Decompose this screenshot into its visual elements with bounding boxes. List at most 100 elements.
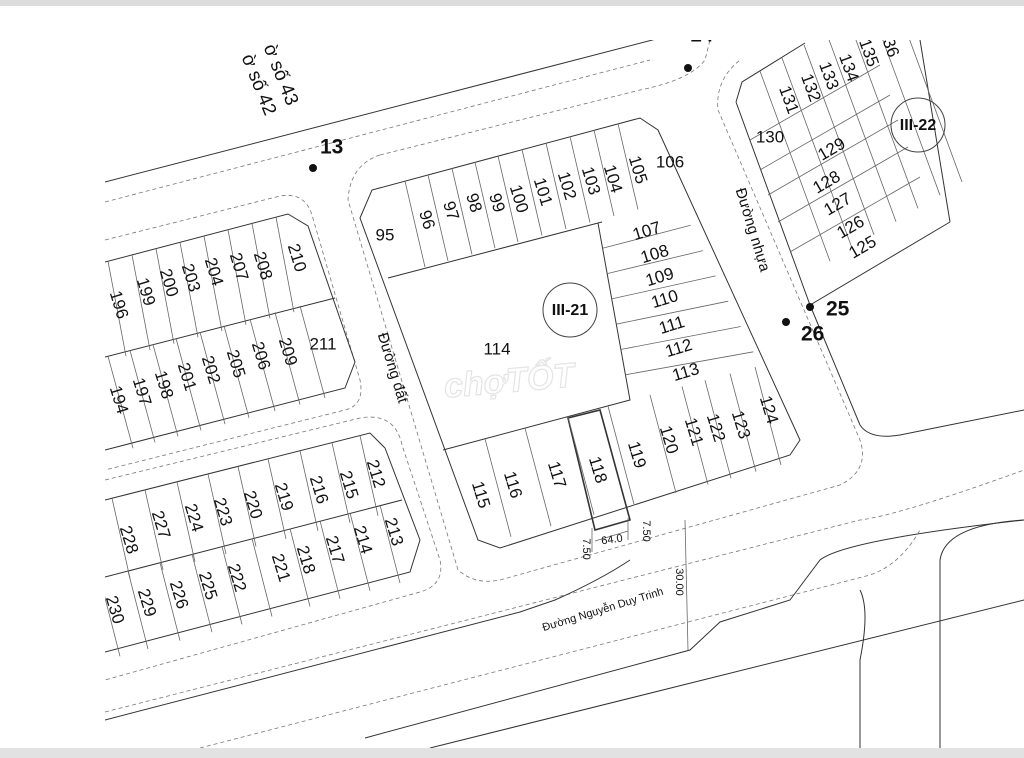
bottom-border	[0, 748, 1024, 758]
lot-label: 205	[223, 347, 249, 380]
lot-divider	[127, 570, 149, 650]
point-25-label: 25	[826, 298, 850, 321]
lot-label: 196	[106, 288, 132, 321]
lot-divider	[107, 356, 134, 449]
lot-label: 131	[775, 83, 803, 116]
lot-divider	[777, 146, 909, 223]
lot-divider	[349, 512, 371, 591]
point-26-label: 26	[801, 323, 824, 346]
lot-label: 222	[224, 561, 250, 594]
lot-divider	[474, 162, 496, 249]
lot-label: 106	[656, 152, 684, 171]
lot-label: 121	[681, 415, 707, 448]
block-iii-21-outline	[359, 117, 801, 549]
lot-label: 220	[240, 488, 266, 521]
lot-label: 100	[506, 182, 532, 215]
lot-label: 118	[585, 454, 611, 485]
lot-label: 198	[151, 368, 177, 401]
lot-divider	[359, 435, 379, 516]
point-26-marker	[782, 318, 790, 326]
block-southwest-outline	[105, 432, 421, 653]
lot-divider	[828, 40, 897, 222]
lot-divider	[729, 373, 757, 472]
lot-divider	[749, 64, 881, 141]
block-iii-22-circle	[890, 97, 946, 153]
lot-label: 218	[293, 543, 319, 576]
lot-divider	[767, 119, 899, 196]
lot-divider	[159, 562, 181, 641]
road-boundary	[859, 589, 866, 748]
lot-divider	[289, 528, 311, 607]
road-boundary	[364, 519, 1024, 739]
lot-divider	[882, 40, 941, 196]
lot-divider	[175, 338, 202, 431]
lot-divider	[789, 176, 921, 253]
lot-label: 208	[250, 249, 276, 282]
lot-divider	[191, 554, 213, 633]
road-edge	[199, 529, 921, 748]
lot-divider	[427, 174, 449, 261]
road-boundary	[939, 519, 1024, 748]
lot-divider	[855, 40, 919, 209]
lot-divider	[299, 305, 326, 399]
lot-divider	[602, 224, 691, 249]
lot-divider	[223, 325, 250, 418]
lot-divider	[593, 129, 615, 217]
lot-divider	[803, 44, 875, 235]
lot-label: 212	[363, 457, 389, 490]
lot-divider	[155, 248, 175, 344]
lot-divider	[299, 450, 319, 531]
lot-divider	[484, 438, 512, 537]
road-edge	[379, 40, 711, 156]
lot-label: 211	[309, 334, 336, 353]
block-iii-21-circle	[542, 282, 598, 338]
lot-divider	[759, 71, 831, 262]
lot-divider	[275, 217, 295, 313]
lot-label: 101	[530, 175, 556, 208]
lot-divider	[251, 538, 273, 617]
lot-label: 206	[248, 339, 274, 372]
lot-label: 130	[756, 127, 784, 146]
lot-divider	[625, 351, 754, 376]
lot-divider	[107, 261, 127, 357]
lot-label: 217	[322, 533, 348, 566]
road-boundary	[105, 40, 655, 183]
lot-label: 229	[134, 586, 160, 619]
lot-label: 119	[624, 439, 650, 470]
lot-label: 207	[226, 250, 252, 283]
dimension-setback-left: 7.50	[580, 538, 592, 559]
lot-divider	[617, 123, 639, 210]
lot-label: 225	[195, 569, 221, 602]
lot-divider	[620, 326, 741, 350]
lot-divider	[199, 332, 226, 425]
lot-divider	[754, 366, 782, 466]
block-iii-21-label: III-21	[552, 302, 589, 319]
lot-label: 201	[174, 360, 200, 393]
lot-divider	[681, 386, 709, 485]
lot-divider	[569, 136, 591, 223]
lot-divider	[611, 275, 716, 300]
road-asphalt-label: Đường nhựa	[732, 186, 774, 274]
road-edge	[105, 416, 442, 681]
dimension-setback-right: 7.50	[640, 520, 652, 541]
point-13-label: 13	[320, 136, 343, 159]
block-west-outline	[105, 213, 356, 451]
lot-label: 227	[148, 508, 174, 541]
lot-label: 105	[625, 153, 651, 186]
lot-divider	[567, 416, 595, 515]
lot-label: 99	[485, 191, 509, 215]
lot-label: 194	[106, 383, 132, 416]
lot-label: 98	[462, 191, 486, 215]
dimension-road-width: 30.00	[673, 568, 685, 596]
lot-divider	[319, 520, 341, 599]
lot-divider	[909, 40, 963, 183]
lot-label: 210	[284, 241, 310, 274]
lot-divider	[404, 180, 426, 268]
lot-label: 199	[133, 275, 159, 308]
lot-label: 123	[728, 408, 754, 441]
lot-label: 213	[381, 515, 407, 548]
lot-label: 112	[663, 335, 694, 361]
lot-divider	[227, 229, 247, 325]
lot-divider	[251, 223, 271, 319]
